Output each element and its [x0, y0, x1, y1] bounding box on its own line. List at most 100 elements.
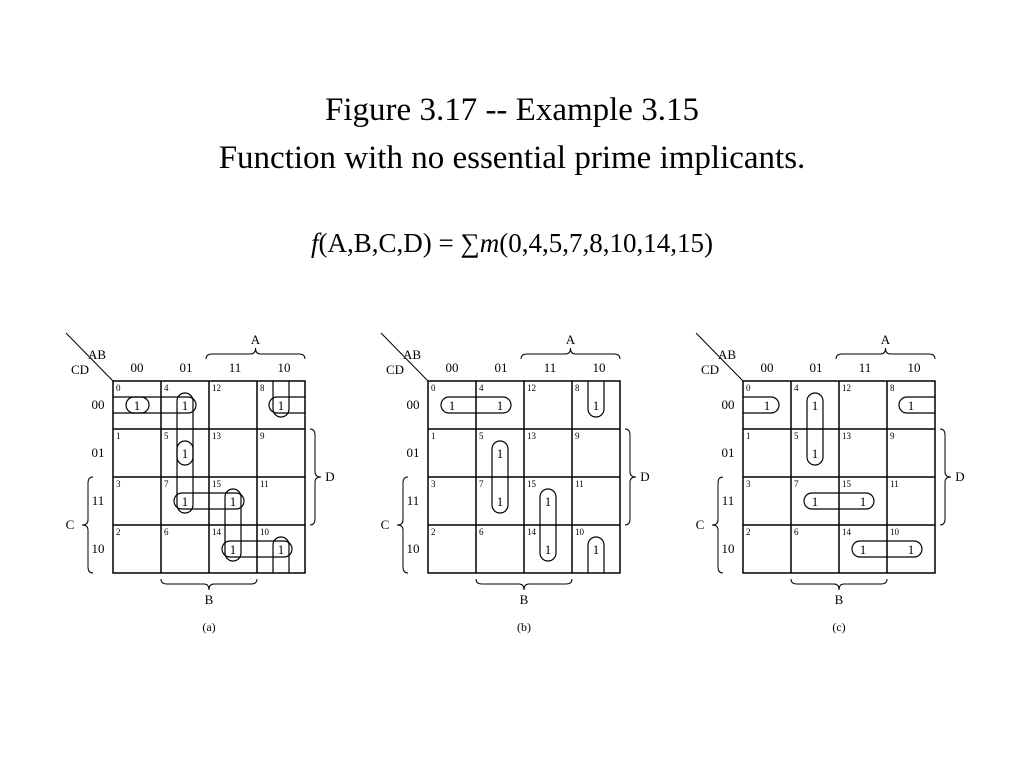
- column-code: 01: [810, 360, 823, 375]
- cell-index: 6: [164, 527, 169, 537]
- cell-index: 4: [164, 383, 169, 393]
- group-loop: [173, 492, 245, 510]
- brace-label-a: A: [881, 332, 891, 347]
- formula-minterms: (0,4,5,7,8,10,14,15): [499, 228, 713, 258]
- row-variable-label: CD: [701, 362, 719, 377]
- cell-index: 5: [794, 431, 799, 441]
- formula-m: m: [479, 228, 500, 258]
- brace-c: [711, 476, 724, 574]
- cell-index: 8: [575, 383, 580, 393]
- map-caption: (c): [832, 620, 845, 634]
- cell-one: 1: [764, 398, 771, 413]
- cell-index: 9: [260, 431, 265, 441]
- brace-a: [520, 347, 621, 360]
- col-variable-label: AB: [88, 347, 106, 362]
- cell-index: 6: [479, 527, 484, 537]
- brace-label-c: C: [66, 517, 75, 532]
- brace-label-a: A: [251, 332, 261, 347]
- cell-index: 2: [116, 527, 121, 537]
- cell-one: 1: [497, 494, 504, 509]
- column-code: 00: [761, 360, 774, 375]
- group-loop: [491, 440, 509, 514]
- row-code: 11: [92, 493, 105, 508]
- row-code: 10: [407, 541, 420, 556]
- formula-args: (A,B,C,D) =: [318, 228, 461, 258]
- group-loop: [803, 492, 875, 510]
- cell-index: 12: [842, 383, 851, 393]
- cell-index: 1: [431, 431, 436, 441]
- col-variable-label: AB: [718, 347, 736, 362]
- cell-one: 1: [497, 446, 504, 461]
- cell-index: 0: [116, 383, 121, 393]
- cell-index: 11: [260, 479, 269, 489]
- cell-index: 13: [842, 431, 852, 441]
- brace-label-d: D: [640, 469, 649, 484]
- cell-index: 8: [260, 383, 265, 393]
- function-formula: f(A,B,C,D) = ∑m(0,4,5,7,8,10,14,15): [0, 228, 1024, 259]
- row-code: 00: [722, 397, 735, 412]
- cell-index: 14: [842, 527, 852, 537]
- column-code: 00: [446, 360, 459, 375]
- cell-one: 1: [230, 542, 237, 557]
- column-code: 11: [859, 360, 872, 375]
- group-loop-wrap-left: [743, 396, 780, 414]
- cell-index: 9: [890, 431, 895, 441]
- cell-index: 0: [746, 383, 751, 393]
- group-loop: [806, 392, 824, 466]
- column-code: 11: [229, 360, 242, 375]
- corner-diagonal: [380, 332, 429, 382]
- cell-one: 1: [182, 446, 189, 461]
- map-caption: (b): [517, 620, 531, 634]
- cell-one: 1: [812, 398, 819, 413]
- group-loop: [176, 440, 194, 514]
- formula-f: f: [311, 228, 319, 258]
- brace-label-c: C: [696, 517, 705, 532]
- cell-index: 2: [431, 527, 436, 537]
- cell-one: 1: [593, 398, 600, 413]
- brace-b: [475, 578, 573, 591]
- cell-index: 6: [794, 527, 799, 537]
- cell-index: 7: [164, 479, 169, 489]
- cell-index: 14: [212, 527, 222, 537]
- brace-a: [835, 347, 936, 360]
- row-code: 01: [722, 445, 735, 460]
- cell-index: 11: [890, 479, 899, 489]
- cell-index: 7: [479, 479, 484, 489]
- brace-a: [205, 347, 306, 360]
- corner-diagonal: [695, 332, 744, 382]
- cell-one: 1: [812, 446, 819, 461]
- cell-index: 15: [842, 479, 852, 489]
- column-code: 11: [544, 360, 557, 375]
- cell-index: 12: [212, 383, 221, 393]
- group-loop-wrap-top: [272, 381, 290, 418]
- cell-index: 10: [260, 527, 270, 537]
- group-loop: [440, 396, 512, 414]
- cell-one: 1: [860, 494, 867, 509]
- column-code: 01: [180, 360, 193, 375]
- brace-c: [396, 476, 409, 574]
- cell-index: 4: [479, 383, 484, 393]
- brace-d: [939, 428, 952, 526]
- row-code: 11: [407, 493, 420, 508]
- cell-index: 4: [794, 383, 799, 393]
- cell-index: 9: [575, 431, 580, 441]
- row-code: 01: [407, 445, 420, 460]
- brace-d: [309, 428, 322, 526]
- cell-one: 1: [812, 494, 819, 509]
- column-code: 10: [278, 360, 291, 375]
- cell-one: 1: [593, 542, 600, 557]
- row-code: 10: [92, 541, 105, 556]
- column-code: 01: [495, 360, 508, 375]
- cell-one: 1: [449, 398, 456, 413]
- cell-index: 1: [116, 431, 121, 441]
- cell-index: 3: [116, 479, 121, 489]
- cell-one: 1: [278, 542, 285, 557]
- cell-index: 10: [575, 527, 585, 537]
- brace-label-b: B: [520, 592, 529, 607]
- cell-index: 5: [164, 431, 169, 441]
- cell-index: 15: [212, 479, 222, 489]
